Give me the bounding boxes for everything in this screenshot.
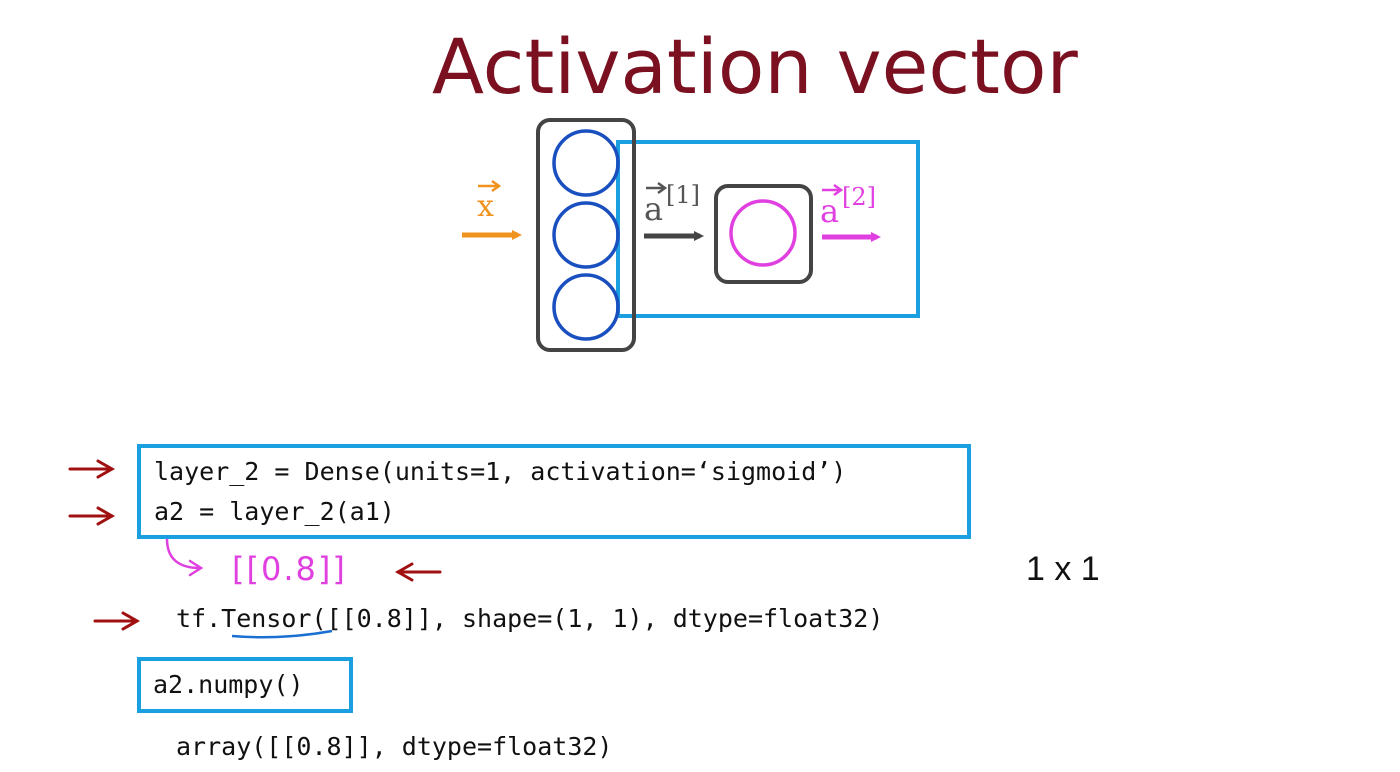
- handwritten-output: [[0.8]]: [232, 550, 347, 588]
- page-title: Activation vector: [432, 22, 1078, 111]
- code-line-layer-call: a2 = layer_2(a1): [154, 497, 395, 526]
- annotation-arrow-icon: [68, 506, 116, 526]
- layer-1-neuron: [552, 129, 620, 197]
- code-line-dense: layer_2 = Dense(units=1, activation=‘sig…: [154, 457, 847, 486]
- array-output-line: array([[0.8]], dtype=float32): [176, 732, 613, 761]
- dense-layer-code-box: [137, 444, 971, 539]
- input-label: x: [477, 189, 494, 224]
- layer-2-container: [714, 184, 813, 284]
- numpy-code-box: [137, 657, 353, 713]
- hook-arrow-icon: [165, 535, 204, 577]
- tensor-output-line: tf.Tensor([[0.8]], shape=(1, 1), dtype=f…: [176, 604, 884, 633]
- layer-1-neuron: [552, 201, 620, 269]
- output-label-superscript: [2]: [842, 183, 876, 211]
- layer-2-neuron: [729, 199, 797, 267]
- output-label-base: a: [820, 192, 839, 230]
- annotation-arrow-icon: [93, 611, 141, 631]
- layer-2-highlight-box: [616, 140, 920, 318]
- shape-note: 1 x 1: [1026, 550, 1100, 588]
- annotation-arrow-left-icon: [394, 562, 442, 582]
- hidden-label-superscript: [1]: [666, 181, 700, 209]
- layer-1-container: [536, 118, 636, 352]
- layer-1-neuron: [552, 273, 620, 341]
- hidden-label-base: a: [644, 190, 663, 228]
- tensor-underline: [231, 629, 333, 639]
- code-line-numpy: a2.numpy(): [153, 670, 304, 699]
- annotation-arrow-icon: [68, 459, 116, 479]
